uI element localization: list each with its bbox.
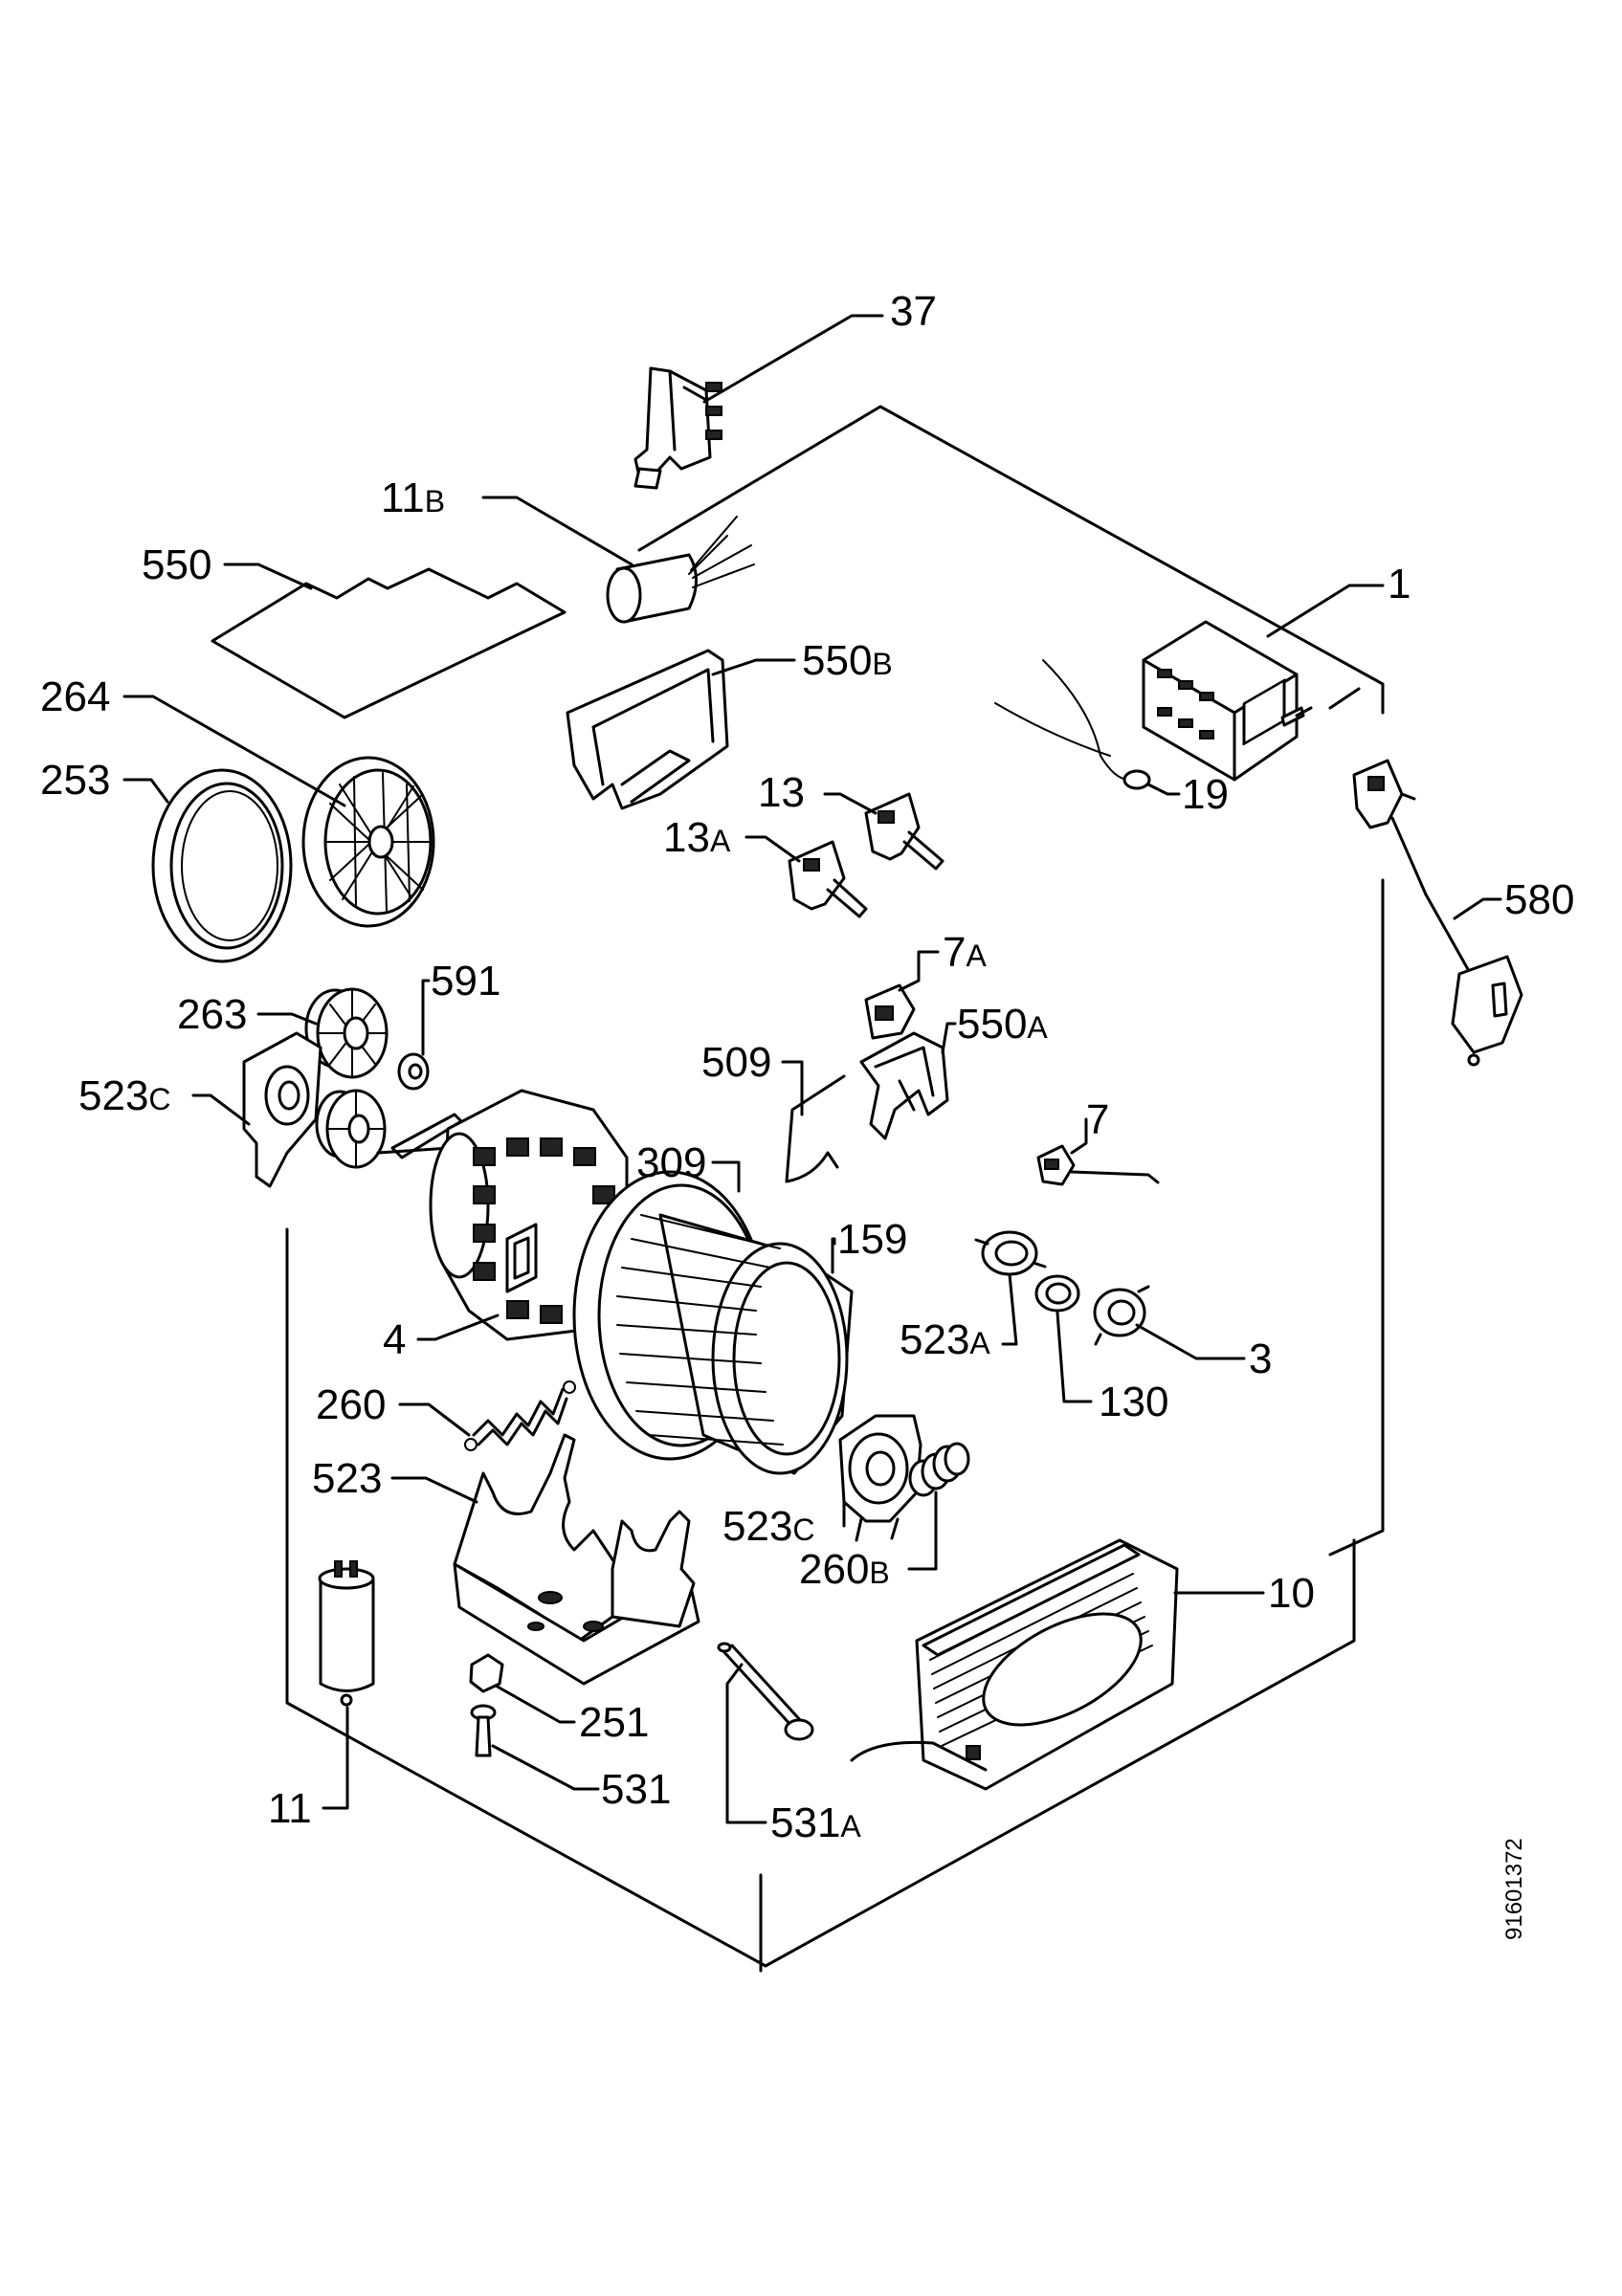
part-253-belt <box>151 768 293 963</box>
leader-550a <box>941 1022 957 1054</box>
leader-159 <box>831 1237 836 1274</box>
leader-550b <box>711 658 796 676</box>
label-550a: 550A <box>957 1001 1048 1048</box>
label-263: 263 <box>177 991 247 1038</box>
part-3-clamp <box>1093 1285 1150 1346</box>
part-251-nut <box>469 1653 504 1693</box>
label-19: 19 <box>1182 771 1229 818</box>
part-550b-bracket <box>566 649 729 810</box>
label-7: 7 <box>1086 1096 1109 1143</box>
leader-523c-left <box>191 1093 251 1126</box>
part-260-spring <box>464 1380 576 1451</box>
part-523a-ring <box>974 1230 1047 1276</box>
part-11-capacitor <box>318 1560 375 1707</box>
part-550a-holder <box>859 1031 949 1140</box>
leader-580 <box>1453 897 1502 920</box>
part-531-screw <box>470 1704 497 1757</box>
label-11: 11 <box>268 1785 312 1832</box>
leader-523a <box>1001 1272 1018 1346</box>
part-1-timer <box>1142 620 1313 782</box>
label-523c-left: 523C <box>78 1072 171 1119</box>
part-13a-switch <box>788 840 868 918</box>
part-260b-spring <box>908 1442 970 1497</box>
label-13a: 13A <box>663 814 731 861</box>
part-263-pulley <box>304 987 389 1079</box>
leader-253 <box>122 778 169 804</box>
label-1: 1 <box>1388 561 1411 607</box>
leader-7a <box>898 950 940 992</box>
label-550b: 550B <box>802 637 893 684</box>
leader-11b <box>481 496 633 566</box>
label-3: 3 <box>1249 1336 1272 1382</box>
label-264: 264 <box>40 673 110 720</box>
label-13: 13 <box>758 769 805 816</box>
leader-251 <box>494 1684 576 1724</box>
leader-13 <box>823 792 878 815</box>
leader-1 <box>1266 584 1385 638</box>
leader-264 <box>122 695 346 807</box>
label-523: 523 <box>312 1455 382 1502</box>
label-523c-right: 523C <box>722 1503 815 1550</box>
part-37-connector-block <box>633 366 722 490</box>
part-13-switch <box>864 792 944 871</box>
part-159-drum-fan <box>616 1213 854 1475</box>
part-11b-suppressor <box>606 516 755 624</box>
leader-531 <box>491 1744 600 1791</box>
part-509-spring-wire <box>785 1074 846 1183</box>
label-580: 580 <box>1504 876 1574 923</box>
label-130: 130 <box>1099 1379 1168 1425</box>
leader-4 <box>416 1314 500 1341</box>
leader-7 <box>1070 1117 1088 1155</box>
part-264-fan-wheel <box>301 756 435 928</box>
leader-13a <box>744 835 801 863</box>
part-550-insulation-sheet <box>211 567 567 719</box>
leader-19 <box>1146 783 1181 796</box>
label-7a: 7A <box>943 929 987 976</box>
leader-263 <box>256 1012 318 1026</box>
part-7-cutout <box>1036 1144 1160 1186</box>
label-509: 509 <box>701 1039 771 1086</box>
label-531a: 531A <box>770 1799 861 1846</box>
label-159: 159 <box>837 1216 907 1263</box>
part-10-heater <box>850 1538 1179 1791</box>
part-531a-bolt <box>717 1642 814 1741</box>
reference-code: 91601372 <box>1501 1838 1527 1940</box>
part-523-motor-cradle <box>453 1433 700 1686</box>
label-253: 253 <box>40 757 110 804</box>
part-523c-left-bracket <box>242 1031 322 1188</box>
part-19-sensor <box>994 659 1151 790</box>
part-motor-pulley <box>315 1089 387 1169</box>
label-4: 4 <box>383 1316 406 1363</box>
part-580-door-switch <box>1352 759 1523 1067</box>
label-251: 251 <box>579 1699 649 1746</box>
part-130-gasket <box>1034 1274 1080 1313</box>
leader-11 <box>322 1706 349 1810</box>
label-260b: 260B <box>799 1546 890 1593</box>
leader-523 <box>390 1476 478 1504</box>
leader-3 <box>1135 1323 1246 1360</box>
label-260: 260 <box>316 1381 386 1428</box>
leader-260b <box>907 1490 938 1571</box>
leader-591 <box>421 979 431 1056</box>
leader-130 <box>1055 1311 1093 1403</box>
part-523c-right-housing <box>838 1414 922 1542</box>
leader-309 <box>711 1160 741 1193</box>
label-37: 37 <box>890 288 937 335</box>
cabinet-outline <box>285 405 1385 1973</box>
leader-531a <box>725 1663 767 1824</box>
leader-260 <box>398 1402 471 1437</box>
part-7a-thermostat <box>864 983 916 1040</box>
leader-550 <box>223 563 313 590</box>
leader-509 <box>781 1060 804 1116</box>
part-591-washer <box>397 1052 430 1091</box>
label-309: 309 <box>636 1139 706 1186</box>
leader-37 <box>702 314 884 404</box>
label-10: 10 <box>1268 1570 1315 1617</box>
label-523a: 523A <box>900 1316 990 1363</box>
label-591: 591 <box>431 958 500 1004</box>
label-550: 550 <box>142 541 211 588</box>
label-531: 531 <box>601 1766 671 1813</box>
label-11b: 11B <box>381 475 445 521</box>
